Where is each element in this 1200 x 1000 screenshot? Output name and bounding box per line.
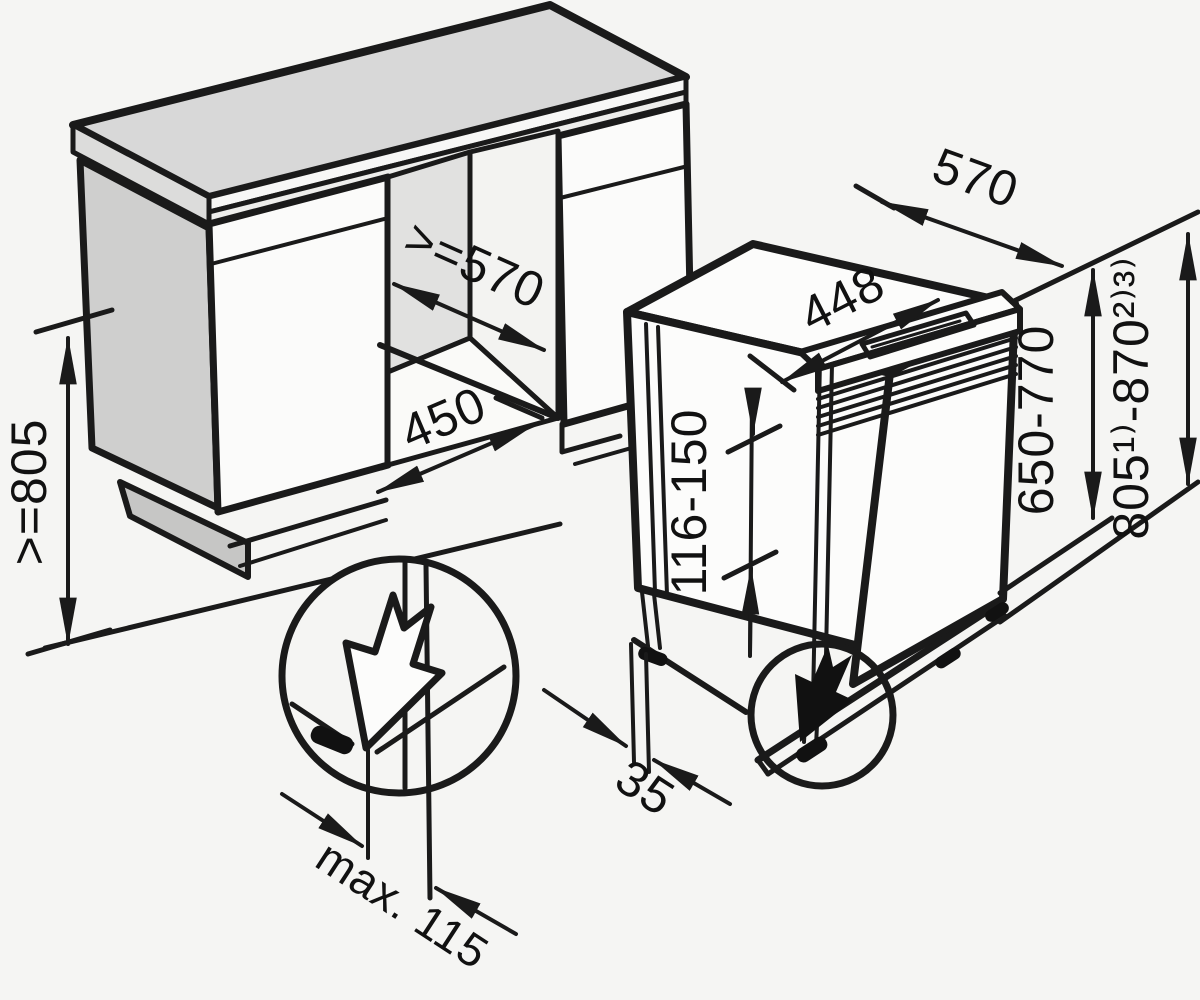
- appliance-height-label: 805¹⁾-870²⁾³⁾: [1103, 256, 1159, 539]
- dimension-line: [392, 282, 546, 352]
- floor-line: [42, 521, 563, 651]
- witness-top: [1009, 209, 1200, 305]
- dim-plinth-depth: [280, 792, 518, 936]
- dim-base-recess: [542, 642, 732, 806]
- dim-panel-height: [721, 387, 783, 658]
- dimension-line: [880, 200, 1064, 268]
- front-plinth-edge: [227, 497, 389, 549]
- floor-edge-detail: [374, 664, 507, 755]
- dim-appliance-depth: [853, 183, 1064, 268]
- arrow-left: [280, 792, 364, 848]
- niche-wall-floor-edge: [377, 342, 561, 421]
- arrow-right: [652, 758, 732, 806]
- arrow-up: [741, 566, 760, 654]
- front-left-foot: [638, 646, 668, 667]
- foot-pointer-arrow: [795, 645, 853, 742]
- arrow-right: [434, 886, 518, 936]
- niche-height-label: >=805: [1, 419, 57, 566]
- detail-circle-ring: [747, 640, 897, 790]
- plinth-pointer-arrow: [342, 591, 446, 752]
- right-cabinet-drawer-line: [558, 164, 690, 200]
- tick: [747, 353, 797, 393]
- dimension-line: [376, 423, 536, 494]
- left-cabinet-drawer-line: [209, 216, 390, 266]
- plinth-detail-circle: [278, 555, 520, 901]
- tick: [33, 307, 115, 335]
- foot-detail-circle: [747, 640, 897, 790]
- right-plinth-step: [559, 421, 623, 455]
- mid-foot: [935, 647, 961, 669]
- left-cabinet-front: [205, 173, 392, 516]
- tick: [725, 423, 783, 455]
- witness: [629, 642, 636, 764]
- front-right-foot: [796, 736, 828, 763]
- front-plinth-bottom: [238, 518, 388, 568]
- feet: [638, 602, 1009, 763]
- dimension-line: [780, 298, 940, 384]
- dim-niche-height: [25, 307, 115, 657]
- witness-floor: [997, 479, 1200, 625]
- panel-height-label: 116-150: [661, 409, 717, 596]
- rear-foot: [985, 602, 1009, 622]
- witness: [644, 652, 651, 774]
- witness-door-bottom: [997, 515, 1115, 596]
- dim-niche-depth: [392, 282, 546, 352]
- foot-detail-bump: [310, 725, 354, 755]
- door-height-label: 650-770: [1008, 325, 1064, 516]
- tick: [493, 395, 545, 421]
- end-plinth: [117, 479, 251, 580]
- base-rail-top: [754, 599, 1004, 764]
- height-witness-lines: [997, 209, 1200, 625]
- dim-niche-width: [376, 395, 545, 494]
- dim-appliance-width: [747, 298, 940, 393]
- arrow-left: [542, 688, 628, 748]
